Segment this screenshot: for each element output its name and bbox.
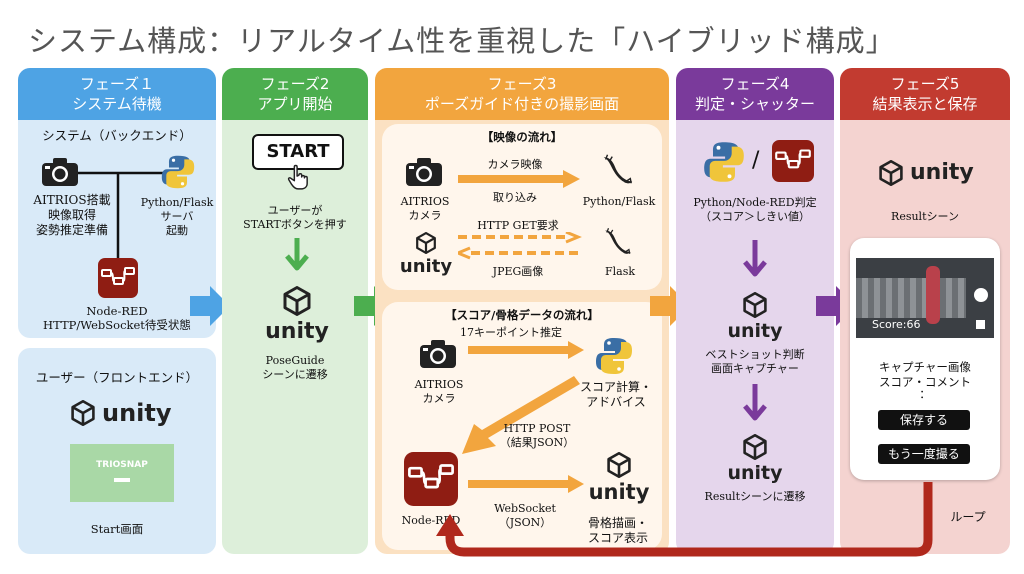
gallery-button[interactable] (976, 320, 985, 329)
http-get-label: HTTP GET要求 (477, 219, 559, 232)
unity-icon (742, 434, 768, 460)
phase1-number: フェーズ１ (79, 75, 155, 93)
jpeg-image-label: JPEG画像 (492, 265, 544, 278)
result-transition-label: Resultシーンに遷移 (704, 490, 806, 503)
python-icon (702, 140, 746, 184)
video-flow-box (382, 124, 662, 290)
score-calc-label: スコア計算・アドバイス (579, 380, 652, 409)
triosnap-title: TRIOSNAP (96, 460, 148, 470)
unity-icon (282, 286, 312, 316)
loop-label: ループ (950, 510, 986, 524)
dashed-arrow-get (458, 232, 582, 260)
python-flask-label: Python/Flask (582, 195, 656, 208)
node-red-icon (772, 140, 814, 182)
flask-icon (598, 150, 636, 188)
flask-icon (600, 224, 634, 258)
pointer-hand-icon (287, 164, 309, 190)
system-backend-label: システム（バックエンド） (42, 128, 192, 143)
unity-logo-phase5: unity (878, 160, 974, 186)
unity-logo-phase2: unity (265, 286, 329, 343)
score-flow-title: 【スコア/骨格データの流れ】 (445, 308, 599, 322)
phase1-header: フェーズ１ システム待機 (18, 68, 216, 120)
judge-label: Python/Node-RED判定（スコア＞しきい値） (693, 196, 817, 223)
orange-arrow-capture (458, 170, 580, 188)
green-down-arrow (285, 238, 309, 271)
camera-shutter-button[interactable] (974, 288, 988, 302)
captured-image: Score:66 (856, 258, 994, 338)
purple-down-arrow (743, 384, 767, 421)
user-frontend-label: ユーザー（フロントエンド） (35, 370, 199, 385)
node-red-icon (98, 258, 138, 298)
skeleton-draw-label: 骨格描画・スコア表示 (587, 516, 648, 545)
result-scene-label: Resultシーン (891, 210, 959, 223)
unity-logo-video: unity (398, 232, 454, 276)
orange-arrow-websocket (468, 475, 584, 493)
python-icon (160, 154, 196, 190)
page-title: システム構成：リアルタイム性を重視した「ハイブリッド構成」 (28, 24, 896, 58)
unity-icon (415, 232, 437, 254)
phase1-title: システム待機 (72, 95, 162, 113)
purple-down-arrow (743, 240, 767, 277)
start-button[interactable]: START (252, 134, 344, 170)
unity-icon (878, 160, 904, 186)
unity-logo-phase4b: unity (725, 434, 785, 483)
start-screen-label: Start画面 (90, 522, 144, 536)
orange-arrow-http-post (462, 376, 580, 454)
camera-icon (40, 156, 80, 188)
keypoints-label: 17キーポイント推定 (460, 326, 562, 339)
slash-separator: / (752, 148, 760, 173)
unity-icon (70, 400, 96, 426)
python-icon (594, 336, 634, 376)
camera-video-label: カメラ映像 (487, 158, 543, 171)
flask-label: Flask (604, 265, 636, 278)
triosnap-start-button[interactable] (114, 478, 130, 482)
websocket-label: WebSocket（JSON） (494, 502, 556, 529)
person-figure (926, 266, 940, 324)
retake-button[interactable]: もう一度撮る (878, 444, 970, 464)
http-post-label: HTTP POST（結果JSON） (499, 422, 575, 449)
unity-icon (742, 292, 768, 318)
orange-arrow-keypoints (468, 341, 584, 359)
loop-back-arrow (436, 482, 933, 557)
save-button[interactable]: 保存する (878, 410, 970, 430)
capture-label: 取り込み (493, 191, 537, 204)
connector-lines (78, 171, 178, 265)
unity-logo: unity (70, 400, 172, 426)
unity-logo-phase4: unity (725, 292, 785, 341)
camera-icon (418, 338, 458, 370)
capture-description: キャプチャー画像スコア・コメント： (879, 360, 971, 401)
triosnap-start-screen: TRIOSNAP (70, 444, 174, 502)
video-flow-title: 【映像の流れ】 (481, 130, 563, 144)
arrow-phase1-to-2 (190, 286, 230, 326)
camera-icon (404, 156, 444, 188)
aitrios-description: AITRIOS搭載映像取得姿勢推定準備 (33, 193, 111, 237)
best-shot-label: ベストショット判断画面キャプチャー (705, 348, 805, 375)
score-overlay: Score:66 (872, 318, 921, 331)
unity-logo-skeleton: unity (586, 452, 652, 503)
